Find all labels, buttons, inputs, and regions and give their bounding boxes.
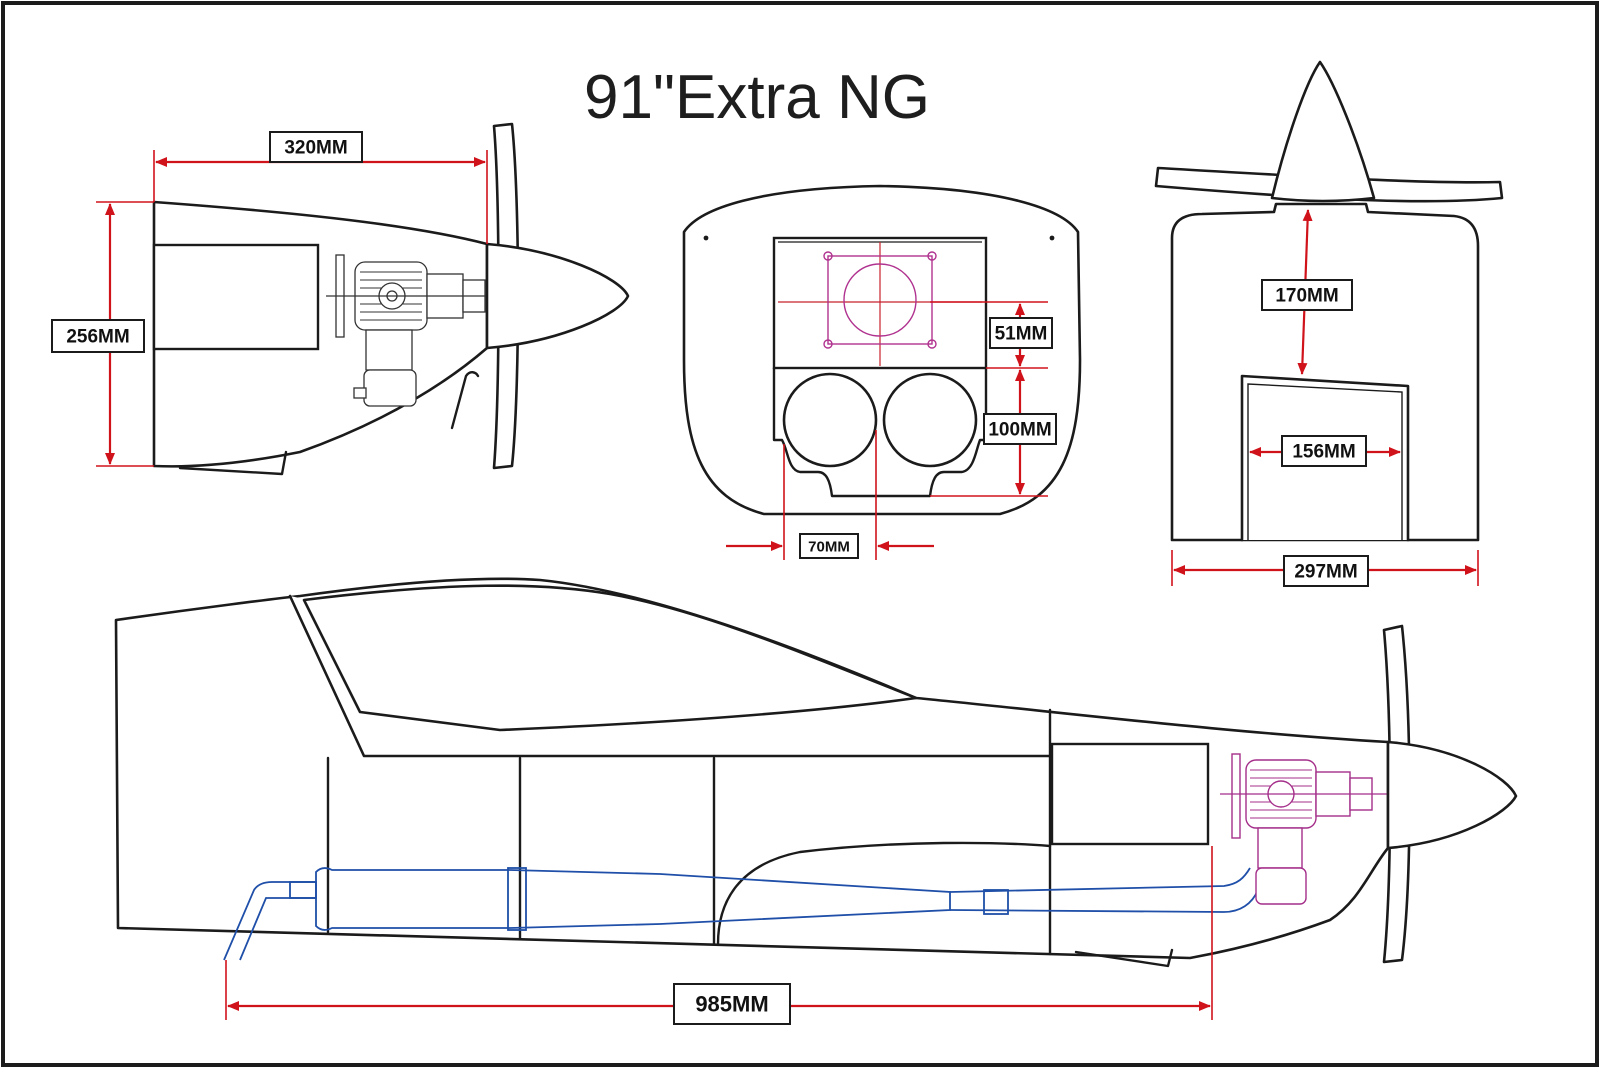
- dim-label-box-51: [989, 317, 1053, 349]
- cowl-front-opening-lower: [772, 366, 988, 498]
- dim-label-exhaust-length: 985MM: [695, 992, 768, 1017]
- fuselage-bottom-lip: [1074, 948, 1174, 968]
- engine-installed-mount: [1231, 753, 1241, 839]
- cowl-screw-right: [1049, 235, 1055, 241]
- muffler-left-circle: [782, 372, 878, 468]
- cowl-screw-left: [703, 235, 709, 241]
- dim-label-box-256: [51, 319, 145, 353]
- cowl-front-view: 51MM 100MM 70MM: [682, 184, 1082, 560]
- muffler-right-circle: [882, 372, 978, 468]
- cowl-bottom-lip: [178, 450, 288, 476]
- dim-label-box-70: [799, 533, 859, 559]
- fuselage-cowl-window: [1050, 742, 1210, 846]
- dim-label-box-320: [269, 131, 363, 163]
- cowl-exhaust-cutout: [450, 371, 480, 430]
- dim-label-cowl-height: 256MM: [66, 327, 129, 348]
- engine-carb-body: [365, 329, 413, 371]
- dim-label-muffler-spacing: 70MM: [808, 539, 850, 556]
- front-view: 170MM 156MM 297MM: [1154, 60, 1504, 587]
- cowl-firewall-cutout: [152, 243, 320, 351]
- spinner-side: [485, 242, 630, 350]
- cowl-side-view: 320MM 256MM: [51, 122, 630, 476]
- dim-label-front-opening-width: 156MM: [1292, 442, 1355, 463]
- fuselage-side-view: 985MM: [114, 577, 1518, 1025]
- dim-label-front-height: 170MM: [1275, 286, 1338, 307]
- dim-label-engine-offset: 51MM: [995, 324, 1048, 345]
- engine-carb-lower: [363, 369, 417, 407]
- exhaust-header-coupler: [983, 889, 1009, 915]
- dim-label-box-100: [983, 413, 1057, 445]
- engine-side-view: [326, 254, 522, 407]
- front-spinner: [1270, 60, 1376, 203]
- exhaust-muffler-band: [507, 867, 527, 931]
- canopy-glass: [302, 584, 918, 732]
- drawing-title: 91"Extra NG: [584, 63, 930, 132]
- fuselage-spinner: [1386, 740, 1518, 850]
- wing-root-fairing: [716, 841, 1052, 946]
- exhaust-system: [223, 867, 1259, 961]
- engine-carb-inlet: [353, 387, 367, 399]
- dim-label-box-156: [1281, 435, 1367, 467]
- dim-label-box-170: [1261, 279, 1353, 311]
- front-opening-inner: [1247, 383, 1403, 540]
- dim-label-front-width: 297MM: [1294, 562, 1357, 583]
- engine-installed-carb: [1257, 827, 1303, 869]
- dim-label-muffler-height: 100MM: [988, 420, 1051, 441]
- dim-label-cowl-length: 320MM: [284, 138, 347, 159]
- engine-installed: [1220, 753, 1410, 905]
- dim-label-box-297: [1283, 555, 1369, 587]
- dim-label-box-985: [673, 983, 791, 1025]
- engine-installed-carb-lower: [1255, 867, 1307, 905]
